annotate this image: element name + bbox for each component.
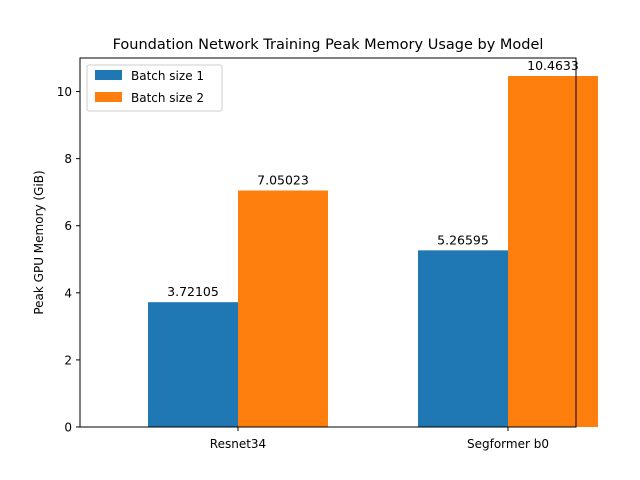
bar-value-label: 7.05023 [257, 172, 309, 187]
y-tick-label: 8 [64, 152, 72, 166]
legend-swatch-series-1 [95, 70, 122, 80]
legend-label-series-1: Batch size 1 [131, 69, 204, 83]
y-axis: 0 2 4 6 8 10 [57, 85, 80, 435]
x-axis: Resnet34 Segformer b0 [210, 427, 549, 451]
bar-value-label: 5.26595 [437, 232, 489, 247]
bar-labels-group: 3.72105 5.26595 7.05023 10.4633 [167, 58, 579, 299]
bar-segformer-b0-series-1 [418, 250, 508, 427]
bar-segformer-b0-series-2 [508, 76, 598, 427]
bars-group [148, 76, 598, 427]
y-axis-label: Peak GPU Memory (GiB) [32, 170, 46, 314]
bar-value-label: 3.72105 [167, 284, 219, 299]
plot-frame [79, 57, 577, 428]
y-tick-label: 10 [57, 85, 72, 99]
y-tick-label: 2 [64, 353, 72, 367]
bar-value-label: 10.4633 [527, 58, 579, 73]
y-tick-label: 6 [64, 219, 72, 233]
legend-label-series-2: Batch size 2 [131, 91, 204, 105]
bar-resnet34-series-2 [238, 190, 328, 427]
x-tick-label: Segformer b0 [467, 437, 549, 451]
chart-title: Foundation Network Training Peak Memory … [113, 37, 544, 53]
y-tick-label: 0 [64, 421, 72, 435]
bar-resnet34-series-1 [148, 302, 238, 427]
y-tick-label: 4 [64, 286, 72, 300]
legend: Batch size 1 Batch size 2 [86, 64, 223, 112]
legend-swatch-series-2 [95, 92, 122, 102]
x-tick-label: Resnet34 [210, 437, 266, 451]
